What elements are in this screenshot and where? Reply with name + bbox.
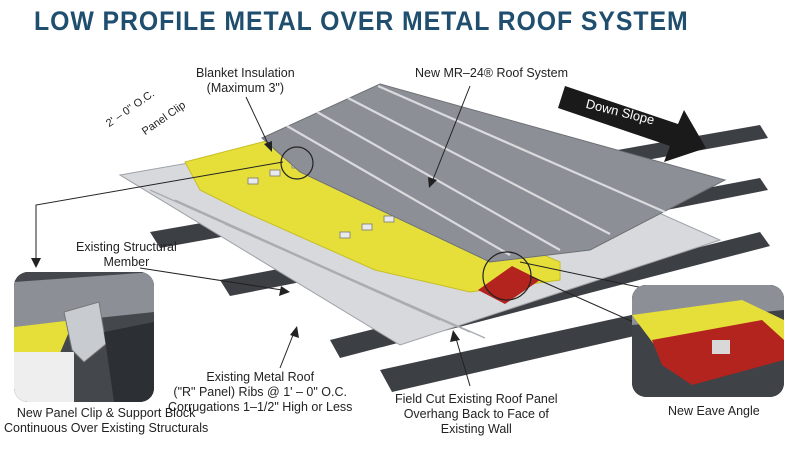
new-panel-clip-label: New Panel Clip & Support Block Continuou… (4, 406, 209, 435)
panel-clip (361, 223, 373, 231)
panel-clip (383, 215, 395, 223)
eave-angle (478, 266, 540, 304)
support-block (14, 352, 74, 402)
eave-angle-detail-drawing (632, 285, 784, 397)
down-slope-arrow (558, 86, 706, 162)
new-roof-system-label: New MR–24® Roof System (415, 66, 569, 80)
panel-clip (247, 177, 259, 185)
eave-angle-detail-inset (632, 285, 784, 397)
leader-lines (35, 85, 701, 387)
panel-clip-detail-drawing (14, 272, 154, 402)
field-cut-label: Field Cut Existing Roof Panel Overhang B… (395, 392, 558, 436)
new-eave-angle-label: New Eave Angle (668, 404, 760, 418)
panel-clip (339, 231, 351, 239)
panel-clip (63, 301, 107, 363)
panel-clip-callout-circle (280, 146, 314, 180)
structural-member (380, 300, 712, 392)
blanket-insulation-label: Blanket Insulation (Maximum 3") (196, 66, 295, 95)
existing-structural-label: Existing Structural Member (76, 240, 177, 269)
panel-clip-detail-inset (14, 272, 154, 402)
existing-panel-ribs (149, 189, 486, 339)
new-panel-seams (286, 84, 666, 256)
arrowheads (31, 141, 460, 342)
existing-metal-roof-label: Existing Metal Roof ("R" Panel) Ribs @ 1… (168, 370, 353, 414)
panel-clip (269, 169, 281, 177)
page-title: LOW PROFILE METAL OVER METAL ROOF SYSTEM (34, 6, 689, 36)
